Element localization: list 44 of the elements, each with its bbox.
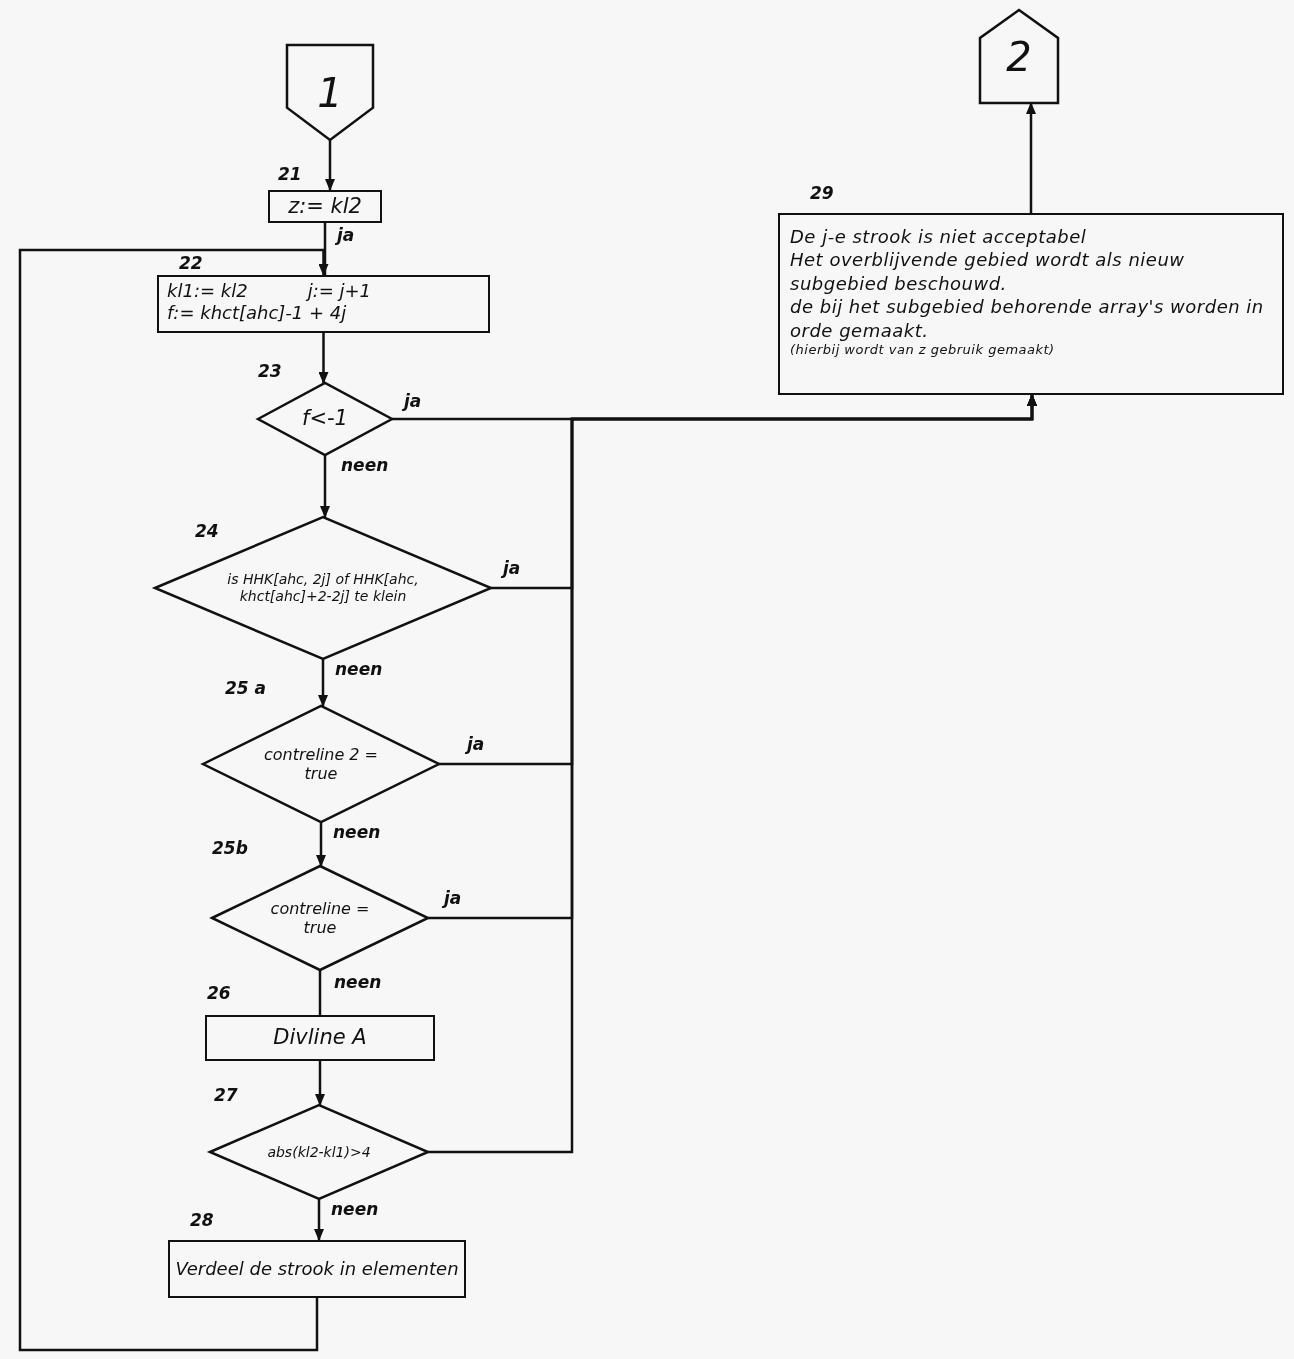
flow-arrow [18,248,329,1352]
edge-label: ja [442,888,464,908]
edge-label: ja [335,225,357,245]
decision-diamond [155,517,491,659]
edge-label: ja [465,734,487,754]
flow-arrow [428,394,1037,1154]
step-text: z:= kl2 [288,193,362,220]
step-number: 25 a [225,678,267,698]
step-text: f<-1 [301,406,349,432]
step-text: Het overblijvende gebied wordt als nieuw subgebied beschouwd. [790,248,1186,296]
edge-label: ja [402,391,424,411]
step-number: 28 [190,1210,214,1230]
step-number: 22 [179,253,203,273]
flow-arrow [325,140,335,191]
connector-number: 1 [317,68,343,117]
offpage-connector [287,45,373,140]
step-text: abs(kl2-kl1)>4 [266,1143,372,1161]
connector-number: 2 [1006,32,1032,81]
step-number: 21 [278,164,302,184]
step-text: f:= khct[ahc]-1 + 4j [167,301,348,324]
step-text: de bij het subgebied behorende array's worden in orde gemaakt. [790,295,1265,342]
flow-arrow [314,1199,324,1241]
flow-arrow [316,822,326,867]
step-number: 24 [195,521,219,541]
flow-arrow [318,659,328,707]
step-number: 27 [214,1085,238,1105]
step-text: contreline = true [269,898,371,938]
flow-arrow [320,455,330,518]
step-text: De j-e strook is niet acceptabel [790,225,1088,249]
step-text: Verdeel de strook in elementen [175,1258,459,1280]
step-text: (hierbij wordt van z gebruik gemaakt) [790,341,1056,359]
flow-arrow [318,333,329,384]
step-number: 23 [258,361,282,381]
step-text: j:= j+1 [307,280,372,302]
edge-label: ja [501,558,523,578]
step-number: 26 [207,983,231,1003]
step-text: is HHK[ahc, 2j] of HHK[ahc, khct[ahc]+2-2j] te klein [226,571,420,605]
step-number: 25b [212,838,248,858]
step-text: Divline A [273,1025,367,1051]
offpage-connector [980,10,1058,103]
step-text: contreline 2 = true [262,744,380,784]
flow-arrow [315,1061,325,1106]
step-text: kl1:= kl2 [167,280,248,302]
step-number: 29 [810,183,834,203]
